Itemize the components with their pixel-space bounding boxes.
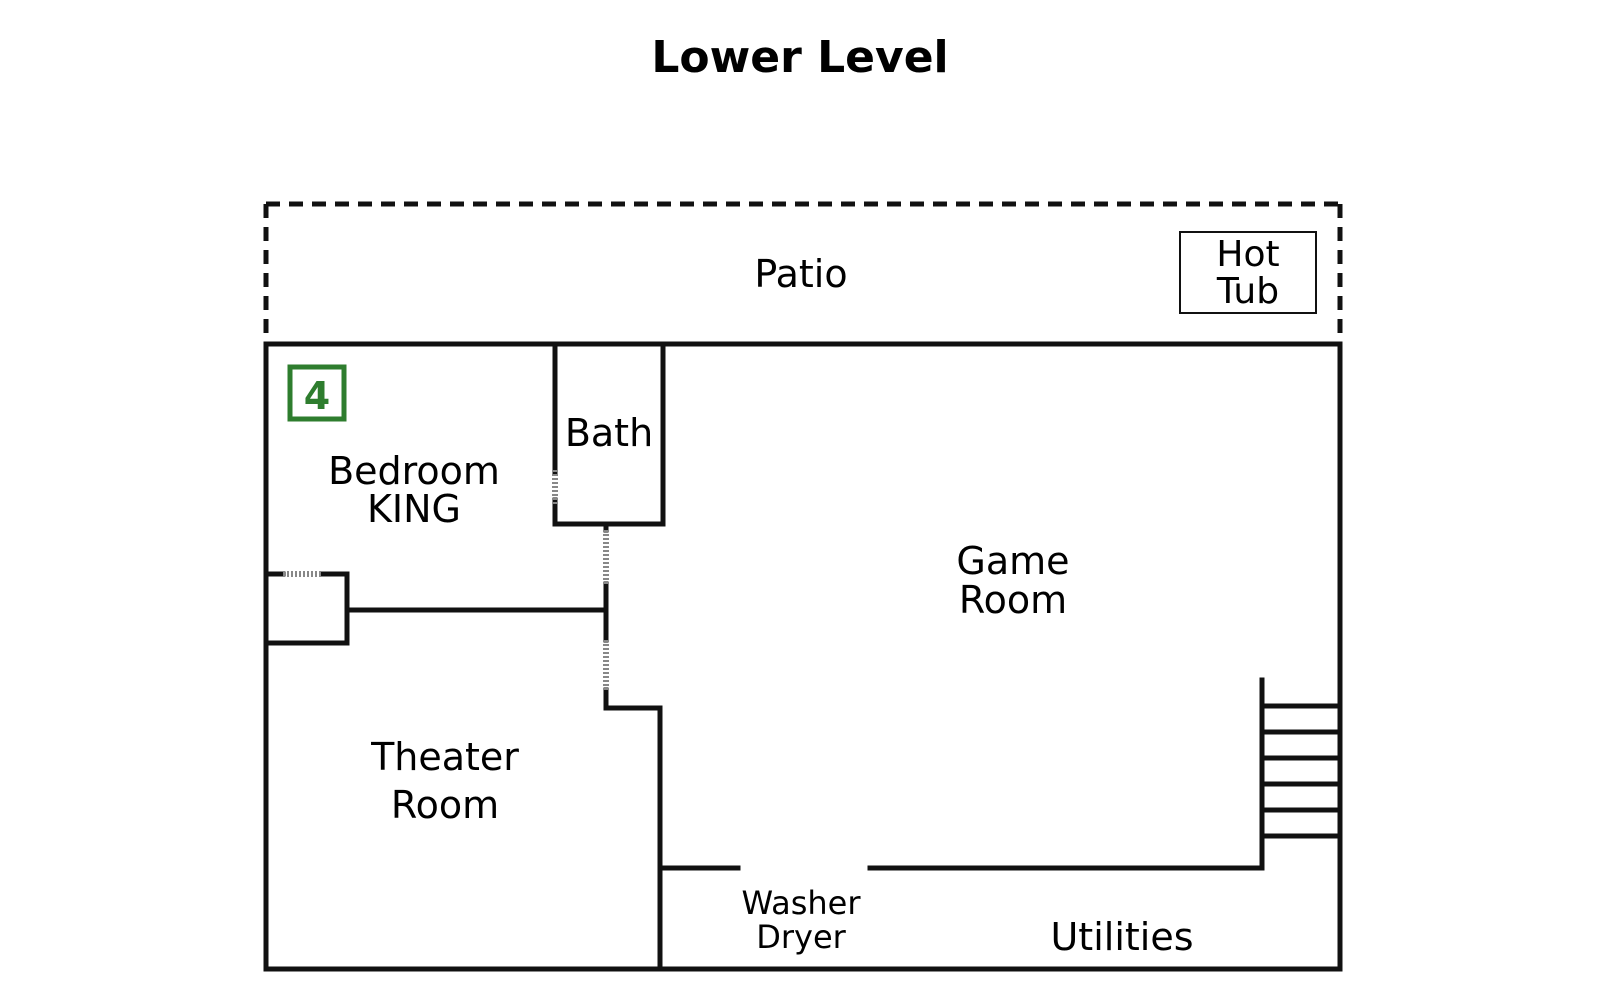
hot-tub-label-line2: Tub [1216, 271, 1279, 312]
bedroom-label-line1: Bedroom [328, 449, 500, 493]
bedroom-label-line2: KING [367, 487, 461, 531]
laundry-label-line2: Dryer [756, 918, 846, 956]
bedroom-number-badge: 4 [287, 364, 347, 422]
page-title: Lower Level [651, 32, 948, 83]
hot-tub-label-line1: Hot [1216, 234, 1279, 275]
bedroom-divider-wall [603, 521, 663, 711]
closet-walls [263, 571, 609, 646]
bedroom-number: 4 [304, 374, 330, 418]
outer-wall [263, 341, 1343, 972]
utilities-wall [657, 677, 1265, 871]
theater-room-label-line2: Room [391, 783, 499, 827]
patio-outline [263, 201, 1343, 340]
hot-tub-box [1179, 231, 1317, 314]
laundry-label-line1: Washer [742, 884, 862, 922]
theater-room-label-line1: Theater [370, 735, 519, 779]
bath-label: Bath [565, 411, 653, 455]
bath-walls [552, 341, 666, 527]
utilities-label: Utilities [1050, 915, 1193, 959]
game-room-label-line2: Room [959, 578, 1067, 622]
game-room-label-line1: Game [956, 539, 1069, 583]
stairs [1259, 703, 1343, 839]
patio-label: Patio [754, 252, 847, 296]
